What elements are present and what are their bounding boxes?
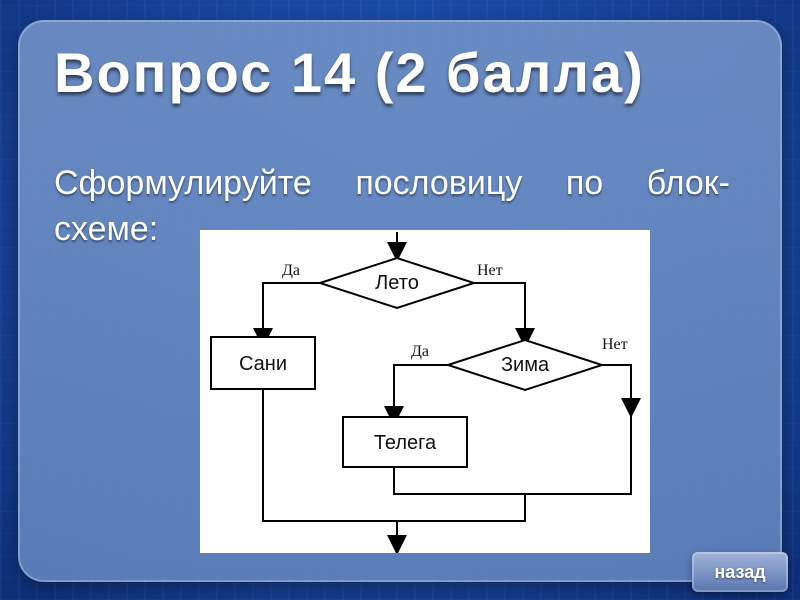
question-word-1: Сформулируйте [54,164,312,202]
decision-1-yes-label: Да [282,262,300,279]
process-cart-label: Телега [374,432,437,454]
main-merge-connector [262,389,526,522]
process-sled-box [210,336,316,390]
summer-yes-connector [262,282,320,332]
question-word-2: пословицу [355,164,523,202]
winter-yes-connector [393,364,448,410]
question-text: Сформулируйте пословицу по блок- схеме: [54,160,754,252]
back-button[interactable]: назад [692,552,788,592]
flowchart: Лето Да Нет Сани Зима Да Нет Телега [200,230,650,553]
winter-merge-connector [393,408,632,495]
slide-title: Вопрос 14 (2 балла) [54,41,645,104]
flowchart-svg: Лето Да Нет Сани Зима Да Нет Телега [210,232,641,553]
decision-1-no-label: Нет [477,262,503,279]
question-line-1: Сформулируйте пословицу по блок- [54,160,730,206]
decision-2-no-label: Нет [602,336,628,353]
decision-2-yes-label: Да [411,343,429,360]
question-word-4: блок- [646,164,730,202]
question-word-3: по [565,164,604,202]
process-cart-box [342,416,468,468]
summer-no-connector [474,282,526,332]
decision-winter-label: Зима [501,354,550,376]
back-button-label: назад [714,561,766,582]
question-line-2: схеме: [54,210,159,248]
process-sled-label: Сани [239,353,287,375]
winter-no-connector [602,364,632,400]
decision-summer-label: Лето [375,272,419,294]
